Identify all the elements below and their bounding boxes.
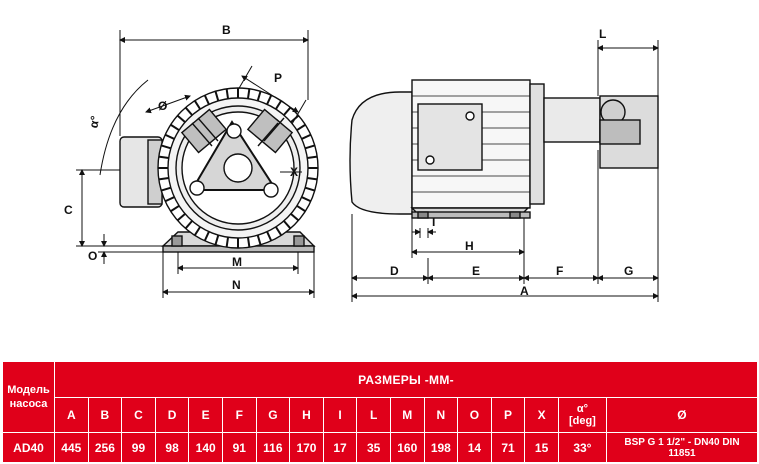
value-cell: 35: [356, 432, 391, 463]
label-M: M: [232, 255, 242, 269]
label-P: P: [274, 71, 282, 85]
motor-fin: [301, 133, 312, 140]
motor-fin: [256, 234, 262, 246]
col-header: L: [356, 397, 391, 433]
label-I: I: [432, 215, 435, 229]
alpha-cell: 33°: [557, 432, 607, 463]
label-N: N: [232, 278, 241, 292]
motor-fin: [170, 205, 180, 213]
front-view: [119, 87, 319, 253]
col-header: H: [289, 397, 324, 433]
motor-fin: [193, 226, 201, 236]
dimensions-table: Модель насоса РАЗМЕРЫ -ММ- A B C D E F G…: [2, 361, 759, 463]
label-L: L: [599, 27, 606, 41]
motor-fin: [225, 88, 230, 99]
motor-fin: [266, 231, 273, 242]
motor-fin: [290, 213, 300, 222]
col-header: X: [524, 397, 559, 433]
motor-fin: [307, 155, 318, 160]
motor-fin: [304, 186, 316, 192]
value-cell: 14: [457, 432, 492, 463]
label-A: A: [520, 284, 529, 298]
col-header: E: [188, 397, 223, 433]
label-diameter: Ø: [158, 99, 167, 113]
col-header: P: [490, 397, 526, 433]
label-G: G: [624, 264, 633, 278]
motor-fin: [296, 123, 306, 131]
value-cell: 71: [490, 432, 526, 463]
motor-fin: [283, 220, 292, 230]
table-title: РАЗМЕРЫ -ММ-: [53, 361, 759, 398]
label-F: F: [556, 264, 563, 278]
motor-fin: [176, 213, 186, 222]
motor-fin: [158, 155, 169, 160]
diameter-cell: BSP G 1 1/2" - DN40 DIN 11851: [605, 432, 759, 463]
motor-fin: [296, 205, 306, 213]
col-header: G: [255, 397, 291, 433]
model-header: Модель насоса: [2, 361, 55, 433]
motor-fin: [164, 196, 175, 203]
value-cell: 140: [188, 432, 223, 463]
label-E: E: [472, 264, 480, 278]
motor-fin: [164, 133, 175, 140]
label-C: C: [64, 203, 73, 217]
side-view: [349, 79, 659, 219]
motor-fin: [307, 176, 318, 181]
diameter-header: Ø: [605, 397, 759, 433]
motor-fin: [304, 144, 316, 150]
value-cell: 15: [524, 432, 559, 463]
motor-fin: [301, 196, 312, 203]
motor-fin: [214, 234, 220, 246]
value-cell: 170: [289, 432, 324, 463]
value-cell: 160: [389, 432, 425, 463]
alpha-header: α° [deg]: [557, 397, 607, 433]
motor-fin: [225, 237, 230, 248]
label-O: O: [88, 249, 97, 263]
col-header: O: [457, 397, 492, 433]
value-cell: 91: [221, 432, 257, 463]
motor-fin: [184, 220, 193, 230]
label-D: D: [390, 264, 399, 278]
value-cell: 198: [423, 432, 459, 463]
model-cell: AD40: [2, 432, 55, 463]
table-row: AD40 445 256 99 98 140 91 116 170 17 35 …: [2, 432, 759, 463]
value-cell: 256: [87, 432, 123, 463]
motor-fin: [160, 144, 172, 150]
motor-fin: [203, 94, 210, 105]
motor-fin: [158, 176, 169, 181]
value-cell: 445: [54, 432, 89, 463]
front-dimensions: [76, 30, 315, 298]
label-alpha: α°: [86, 115, 102, 130]
col-header: B: [87, 397, 123, 433]
dimension-labels: B P Ø α° X C O M N L I H D E F G A: [64, 23, 633, 298]
col-header: A: [54, 397, 89, 433]
motor-fin: [275, 226, 283, 236]
value-cell: 116: [255, 432, 291, 463]
motor-fin: [160, 186, 172, 192]
label-B: B: [222, 23, 231, 37]
col-header: M: [389, 397, 425, 433]
col-header: D: [154, 397, 190, 433]
col-header: F: [221, 397, 257, 433]
value-cell: 17: [322, 432, 358, 463]
col-header: N: [423, 397, 459, 433]
col-header: I: [322, 397, 358, 433]
motor-fin: [246, 237, 251, 248]
value-cell: 99: [121, 432, 156, 463]
motor-fin: [193, 100, 201, 110]
technical-drawing: B P Ø α° X C O M N L I H D E F G A: [64, 23, 659, 302]
label-H: H: [465, 239, 474, 253]
label-X: X: [290, 165, 298, 179]
motor-fin: [246, 88, 251, 99]
motor-fin: [176, 114, 186, 123]
motor-fin: [214, 90, 220, 102]
side-dimensions: [351, 40, 659, 302]
motor-fin: [170, 123, 180, 131]
col-header: C: [121, 397, 156, 433]
value-cell: 98: [154, 432, 190, 463]
column-header-row: A B C D E F G H I L M N O P X α° [deg] Ø: [3, 397, 759, 433]
motor-fin: [203, 231, 210, 242]
